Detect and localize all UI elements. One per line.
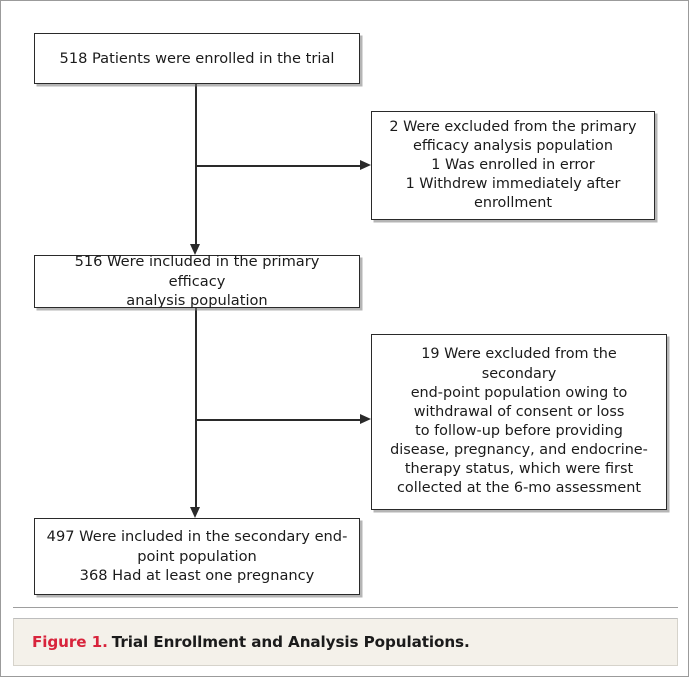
figure-number-label: Figure 1. [32,633,108,651]
node-secondary-population: 497 Were included in the secondary end- … [34,518,360,595]
node-excluded-primary: 2 Were excluded from the primary efficac… [371,111,655,220]
node-secondary-population-text: 497 Were included in the secondary end- … [46,528,348,585]
figure-title: Trial Enrollment and Analysis Population… [111,633,470,651]
connector-primary-to-exclusion-2 [195,419,361,421]
arrowhead-down-icon [190,244,201,255]
node-enrolled: 518 Patients were enrolled in the trial [34,33,360,84]
arrowhead-right-icon [360,160,371,171]
caption-separator [13,607,678,608]
figure-caption: Figure 1.Trial Enrollment and Analysis P… [32,633,470,651]
node-excluded-secondary-text: 19 Were excluded from the secondary end-… [390,346,648,497]
connector-enrolled-to-primary [195,84,197,245]
arrowhead-right-icon [360,414,371,425]
arrowhead-down-icon [190,507,201,518]
node-enrolled-text: 518 Patients were enrolled in the trial [59,49,335,67]
node-primary-population: 516 Were included in the primary efficac… [34,253,360,310]
node-excluded-secondary: 19 Were excluded from the secondary end-… [371,334,667,510]
node-primary-population-text: 516 Were included in the primary efficac… [74,253,320,310]
connector-primary-to-secondary [195,308,197,508]
figure-caption-band: Figure 1.Trial Enrollment and Analysis P… [13,618,678,666]
flow-diagram: 518 Patients were enrolled in the trial … [1,1,688,618]
node-excluded-primary-text: 2 Were excluded from the primary efficac… [389,118,637,212]
connector-enrolled-to-exclusion-1 [195,165,361,167]
